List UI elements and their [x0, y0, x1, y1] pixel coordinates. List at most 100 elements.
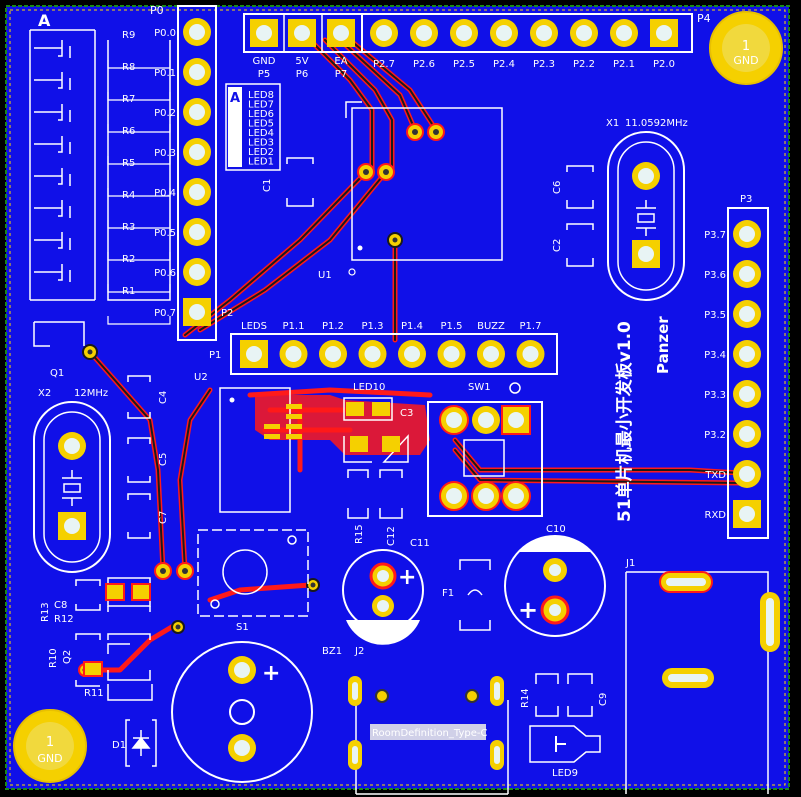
header-p3-ref: P3	[740, 194, 752, 205]
header-p4-pad	[410, 19, 438, 47]
header-p4-outline	[361, 13, 693, 53]
header-p1-ref: P1	[209, 350, 221, 361]
d1-outline	[125, 719, 157, 767]
header-p3-pin-label: P3.4	[704, 350, 726, 361]
header-p1-pin-label: P1.2	[322, 321, 344, 332]
bz1-outline	[171, 641, 313, 783]
header-p1-pin-label: P1.7	[520, 321, 542, 332]
d1-ref: D1	[112, 740, 126, 751]
led9-ref: LED9	[552, 768, 578, 779]
board-author: Panzer	[654, 316, 672, 374]
header-p3-pad	[733, 340, 761, 368]
header-p1-pad	[240, 340, 268, 368]
header-p3-pin-label: P3.6	[704, 270, 726, 281]
header-power-label: 5V	[295, 56, 308, 67]
r11-ref: R11	[84, 688, 104, 699]
r13-ref: R13	[40, 602, 51, 622]
header-p0-pin-label: P0.0	[154, 28, 176, 39]
led10-ref: LED10	[353, 382, 385, 393]
r15-ref: R15	[354, 524, 365, 544]
c4-ref: C4	[158, 391, 169, 404]
c1-ref: C1	[262, 179, 273, 192]
r10-ref: R10	[48, 648, 59, 668]
led10-outline	[343, 397, 393, 421]
sw1-ref: SW1	[468, 382, 491, 393]
header-p0-pin-label: P0.3	[154, 148, 176, 159]
header-p0-pad	[183, 218, 211, 246]
resistor-ref: R6	[122, 126, 135, 137]
header-p4-pin-label: P2.4	[493, 59, 515, 70]
header-power-ref: P6	[296, 69, 308, 80]
header-p0-ref: P0	[150, 4, 164, 17]
resistor-ref: R3	[122, 222, 135, 233]
svg-text:+: +	[398, 565, 416, 590]
header-p0-pin-label: P0.1	[154, 68, 176, 79]
header-p1-pin-label: P1.4	[401, 321, 423, 332]
header-power-pad	[327, 19, 355, 47]
resistor-ref: R9	[122, 30, 135, 41]
header-p4-pad	[370, 19, 398, 47]
resistor-ref: R4	[122, 190, 135, 201]
header-p3-pin-label: TXD	[704, 470, 726, 481]
header-p1-pin-label: LEDS	[241, 321, 267, 332]
header-p4-pad	[530, 19, 558, 47]
led-block-label: LED3	[248, 138, 274, 149]
c6-ref: C6	[552, 181, 563, 194]
bz1-ref: BZ1	[322, 646, 342, 657]
header-p3-pad	[733, 300, 761, 328]
board-title: 51单片机最小开发板v1.0	[614, 321, 635, 522]
led-block-label: LED2	[248, 147, 274, 158]
c12-ref: C12	[386, 526, 397, 546]
header-power-pad	[250, 19, 278, 47]
crystal-x2-ref: X2	[38, 388, 51, 399]
mount-hole-num: 1	[46, 735, 54, 750]
usb-label: RoomDefinition_Type-C	[372, 728, 487, 739]
q1-ref: Q1	[50, 368, 64, 379]
header-p3-pin-label: P3.5	[704, 310, 726, 321]
header-power-label: GND	[253, 56, 276, 67]
led-block-label: LED4	[248, 128, 274, 139]
c3-ref: C3	[400, 408, 413, 419]
header-p0-pin-label: P0.4	[154, 188, 176, 199]
r15-c12-outlines	[347, 469, 403, 519]
header-p0-pad	[183, 58, 211, 86]
c10-ref: C10	[546, 524, 566, 535]
mount-hole-net: GND	[733, 54, 758, 67]
j1-ref: J1	[625, 558, 635, 569]
u1-outline	[351, 107, 503, 261]
svg-text:A: A	[230, 91, 240, 106]
crystal-x1-outline	[607, 131, 685, 301]
cap-outlines	[286, 157, 594, 267]
mount-hole-bottom-left: 1 GND	[13, 709, 87, 783]
c5-ref: C5	[158, 453, 169, 466]
r14-c9-outlines	[529, 673, 601, 763]
svg-text:+: +	[262, 661, 280, 686]
header-p3-pad	[733, 500, 761, 528]
resistor-array-outline	[29, 29, 171, 301]
sw1-outline	[427, 401, 543, 517]
c8-ref: C8	[54, 600, 67, 611]
header-p1-pad	[319, 340, 347, 368]
header-p1-outline	[230, 333, 558, 375]
q2-ref: Q2	[62, 650, 73, 664]
board-keepout	[9, 9, 786, 786]
resistor-array-marker: A	[38, 11, 51, 30]
header-p3-pin-label: P3.3	[704, 390, 726, 401]
u2-outline	[219, 387, 291, 513]
header-p0-pad	[183, 178, 211, 206]
header-power-label: EA	[334, 56, 347, 67]
c2-ref: C2	[552, 239, 563, 252]
header-p4-pin-label: P2.7	[373, 59, 395, 70]
u2-pads	[264, 404, 302, 439]
board-substrate	[6, 6, 789, 789]
f1-outline	[459, 559, 491, 631]
mount-hole-top-right: 1 GND	[709, 11, 783, 85]
crystal-x1-ref: X1	[606, 118, 619, 129]
header-p4-pin-label: P2.6	[413, 59, 435, 70]
resistor-ref: R7	[122, 94, 135, 105]
